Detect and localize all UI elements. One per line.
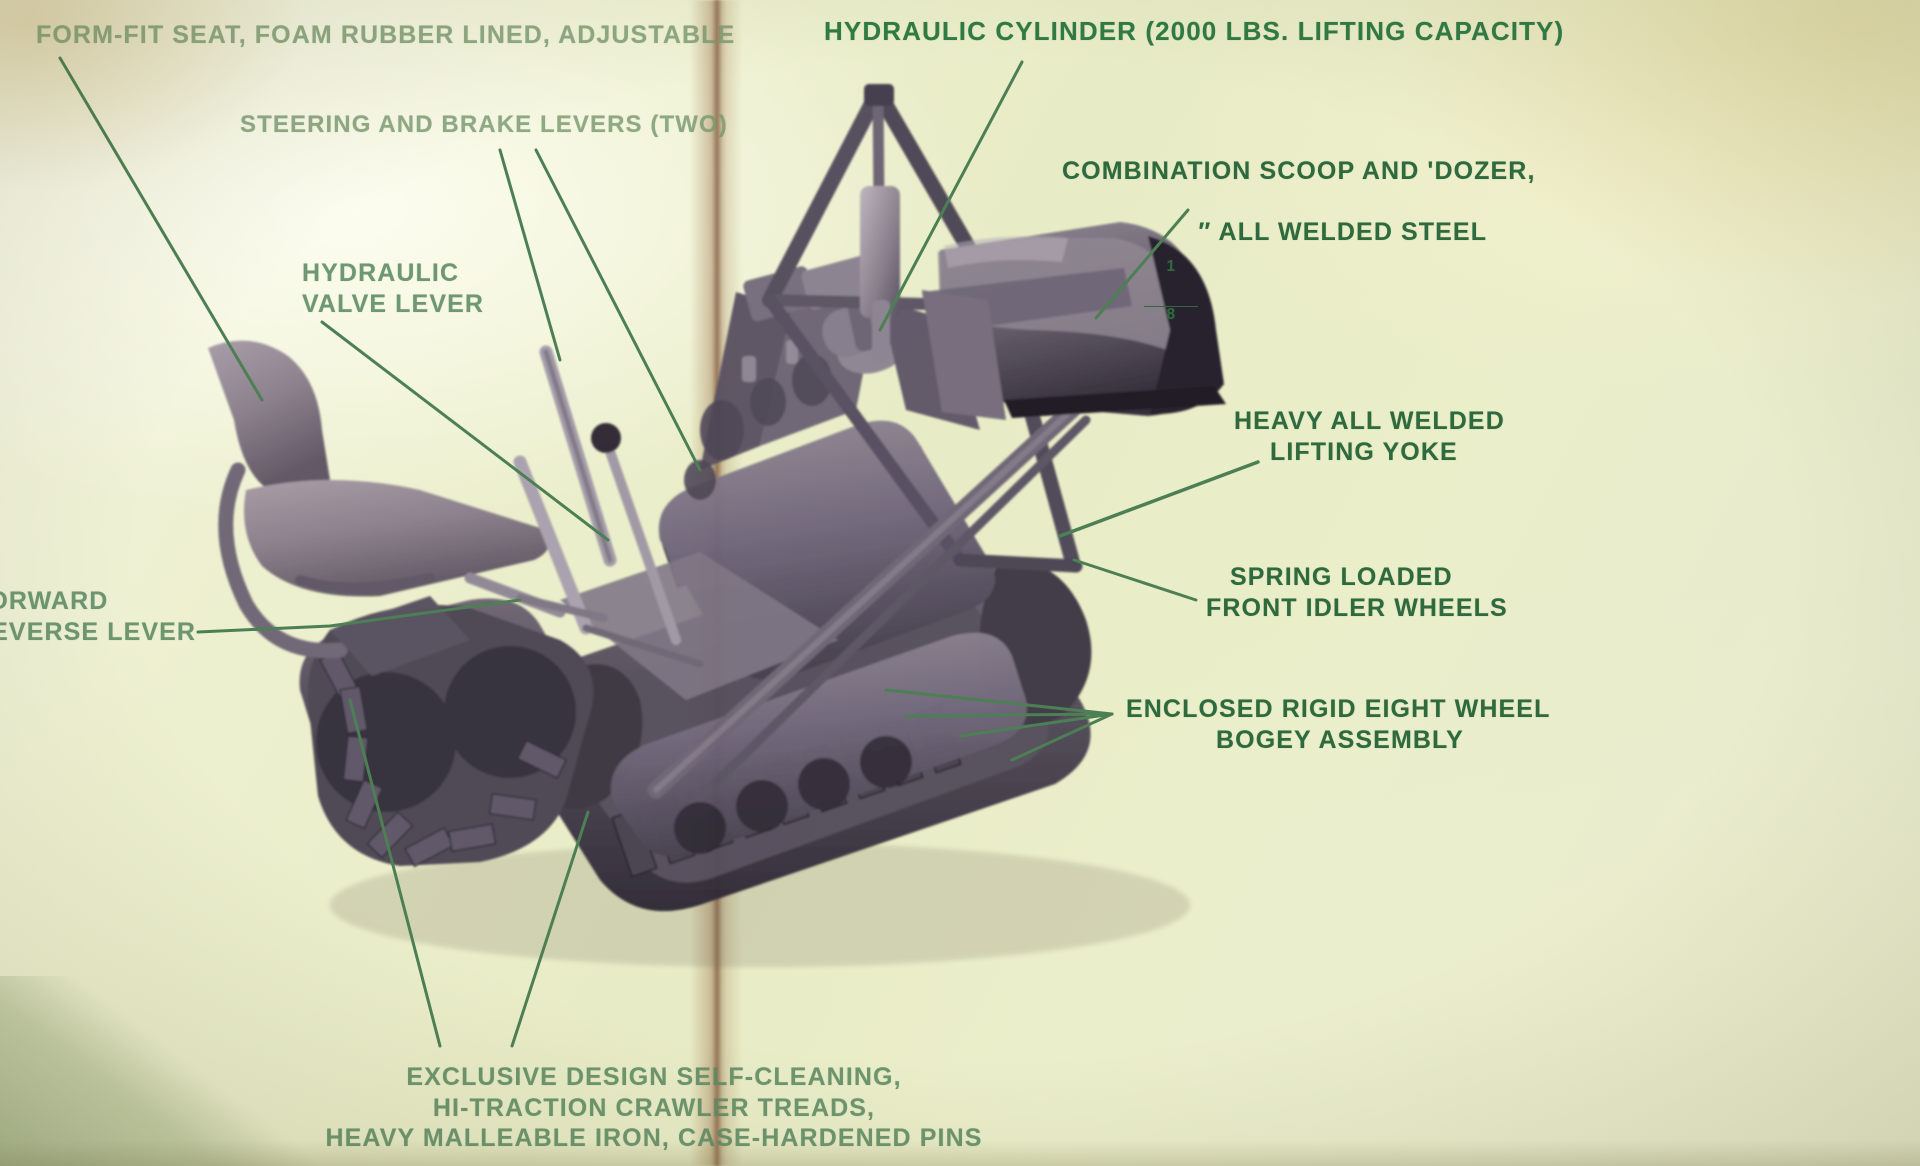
leader-bogey-4 bbox=[1010, 712, 1114, 762]
leader-crawler-treads-a bbox=[348, 698, 442, 1048]
leader-front-idler-wheels bbox=[1072, 558, 1198, 602]
form-fit-seat bbox=[208, 340, 549, 676]
paper-corner-shadow-bottom-left bbox=[0, 976, 320, 1166]
hydraulic-cylinder bbox=[860, 186, 900, 318]
callout-forward-reverse-lever-line1: FORWARD bbox=[0, 587, 109, 615]
leader-hydraulic-valve-lever bbox=[320, 320, 610, 542]
lever-knob bbox=[591, 423, 621, 453]
callout-bogey-assembly-line2: BOGEY ASSEMBLY bbox=[1216, 725, 1464, 754]
callout-combination-scoop-line2-suffix: ″ ALL WELDED STEEL bbox=[1198, 218, 1488, 246]
callout-combination-scoop-line2: 1 8 ″ ALL WELDED STEEL bbox=[1062, 187, 1536, 384]
callout-steering-brake-levers: STEERING AND BRAKE LEVERS (TWO) bbox=[240, 111, 728, 138]
callout-hydraulic-valve-lever: HYDRAULIC VALVE LEVER bbox=[302, 258, 484, 319]
callout-crawler-treads-line1: EXCLUSIVE DESIGN SELF-CLEANING, bbox=[406, 1063, 902, 1091]
leader-hydraulic-cylinder bbox=[878, 60, 1024, 332]
callout-hydraulic-valve-lever-line2: VALVE LEVER bbox=[302, 289, 485, 318]
paper-edge-bottom bbox=[0, 1140, 1920, 1166]
callout-front-idler-wheels-line1: SPRING LOADED bbox=[1230, 563, 1453, 591]
callout-lifting-yoke: HEAVY ALL WELDED LIFTING YOKE bbox=[1234, 406, 1505, 467]
callout-front-idler-wheels: SPRING LOADED FRONT IDLER WHEELS bbox=[1206, 562, 1508, 623]
callout-crawler-treads: EXCLUSIVE DESIGN SELF-CLEANING, HI-TRACT… bbox=[274, 1062, 1034, 1154]
leader-bogey-2 bbox=[904, 712, 1114, 718]
leader-bogey-1 bbox=[884, 688, 1114, 716]
callout-bogey-assembly: ENCLOSED RIGID EIGHT WHEEL BOGEY ASSEMBL… bbox=[1126, 694, 1550, 755]
fraction-denominator: 8 bbox=[1144, 305, 1199, 323]
leader-combination-scoop bbox=[1094, 208, 1190, 320]
paper-stain-top-left bbox=[0, 0, 300, 190]
leader-steering-lever-a bbox=[498, 148, 562, 362]
control-levers bbox=[464, 345, 704, 668]
combination-scoop-dozer bbox=[922, 222, 1226, 420]
callout-combination-scoop-line1: COMBINATION SCOOP AND 'DOZER, bbox=[1062, 157, 1536, 185]
paper-stain-top-right bbox=[1400, 0, 1920, 300]
callout-form-fit-seat: FORM-FIT SEAT, FOAM RUBBER LINED, ADJUST… bbox=[36, 21, 736, 49]
bogey-wheels bbox=[674, 736, 912, 854]
leader-lifting-yoke bbox=[1058, 460, 1260, 538]
callout-forward-reverse-lever: FORWARD REVERSE LEVER bbox=[0, 586, 196, 647]
callout-crawler-treads-line2: HI-TRACTION CRAWLER TREADS, bbox=[432, 1093, 876, 1122]
callout-bogey-assembly-line1: ENCLOSED RIGID EIGHT WHEEL bbox=[1126, 695, 1551, 723]
leader-steering-lever-b bbox=[534, 148, 702, 472]
callout-front-idler-wheels-line2: FRONT IDLER WHEELS bbox=[1206, 593, 1508, 622]
callout-crawler-treads-line3: HEAVY MALLEABLE IRON, CASE-HARDENED PINS bbox=[325, 1124, 983, 1152]
fraction-numerator: 1 bbox=[1166, 258, 1177, 275]
callout-lifting-yoke-line2: LIFTING YOKE bbox=[1270, 437, 1458, 466]
callout-combination-scoop-dozer: COMBINATION SCOOP AND 'DOZER, 1 8 ″ ALL … bbox=[1062, 156, 1536, 384]
callout-forward-reverse-lever-line2: REVERSE LEVER bbox=[0, 617, 197, 646]
leader-forward-reverse-lever bbox=[196, 598, 522, 634]
leader-form-fit-seat bbox=[58, 56, 264, 402]
leader-bogey-3 bbox=[958, 712, 1114, 738]
leader-crawler-treads-b bbox=[510, 810, 590, 1048]
callout-hydraulic-valve-lever-line1: HYDRAULIC bbox=[302, 259, 460, 287]
fraction-one-eighth: 1 8 bbox=[1144, 228, 1199, 353]
callout-hydraulic-cylinder: HYDRAULIC CYLINDER (2000 LBS. LIFTING CA… bbox=[824, 16, 1565, 46]
callout-lifting-yoke-line1: HEAVY ALL WELDED bbox=[1234, 407, 1505, 435]
